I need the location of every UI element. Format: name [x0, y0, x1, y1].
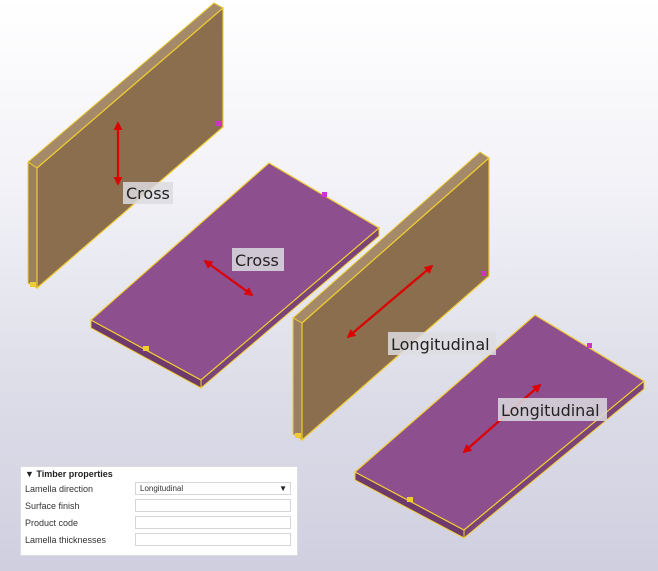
right-wall-handle-marker[interactable] [481, 271, 486, 276]
lamella-thicknesses-field[interactable] [135, 533, 291, 546]
right-wall-end-face [292, 317, 303, 441]
timber-properties-panel: ▼ Timber properties Lamella direction Lo… [20, 466, 298, 556]
left-wall[interactable] [27, 2, 224, 290]
left-slab-direction-arrow [203, 259, 254, 297]
surface-finish-field[interactable] [135, 499, 291, 512]
product-code-label: Product code [25, 518, 79, 528]
lamella-direction-value: Longitudinal [140, 484, 184, 493]
right-slab-origin-marker[interactable] [407, 497, 413, 502]
product-code-field[interactable] [135, 516, 291, 529]
left-slab-direction-label: Cross [232, 248, 284, 271]
right-slab-handle-marker[interactable] [587, 343, 592, 348]
lamella-thicknesses-row: Lamella thicknesses [21, 532, 297, 549]
right-slab-direction-label: Longitudinal [498, 398, 607, 421]
lamella-thicknesses-label: Lamella thicknesses [25, 535, 107, 545]
left-wall-end-face [27, 161, 38, 289]
right-slab-direction-label-text: Longitudinal [501, 401, 600, 420]
lamella-direction-label: Lamella direction [25, 484, 94, 494]
left-wall-handle-marker[interactable] [216, 121, 221, 126]
left-wall-direction-label: Cross [123, 182, 173, 204]
left-wall-origin-marker[interactable] [30, 282, 36, 287]
right-wall-direction-label: Longitudinal [388, 332, 496, 355]
left-wall-direction-label-text: Cross [126, 184, 170, 203]
left-slab-direction-label-text: Cross [235, 251, 279, 270]
surface-finish-label: Surface finish [25, 501, 80, 511]
right-wall-origin-marker[interactable] [295, 433, 301, 438]
timber-properties-header[interactable]: ▼ Timber properties [25, 469, 113, 479]
left-slab-origin-marker[interactable] [143, 346, 149, 351]
surface-finish-row: Surface finish [21, 498, 297, 515]
left-wall-front-face [36, 6, 224, 290]
dropdown-caret-icon[interactable]: ▼ [279, 484, 287, 493]
right-wall-direction-label-text: Longitudinal [391, 335, 490, 354]
lamella-direction-row: Lamella direction Longitudinal ▼ [21, 481, 297, 498]
lamella-direction-dropdown[interactable]: Longitudinal ▼ [135, 482, 291, 495]
right-wall-direction-arrow [346, 264, 434, 339]
left-slab-handle-marker[interactable] [322, 192, 327, 197]
product-code-row: Product code [21, 515, 297, 532]
